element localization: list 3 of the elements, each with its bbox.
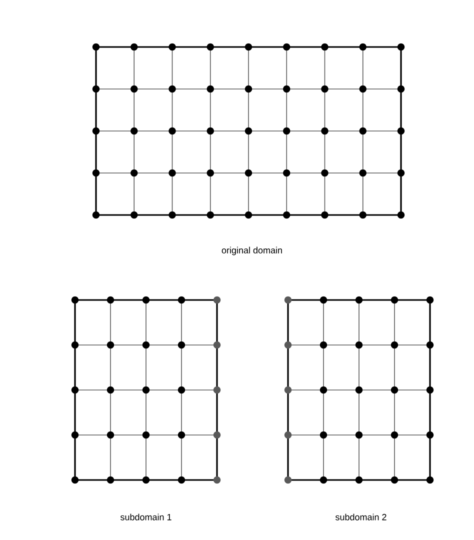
caption: subdomain 2 [336,514,386,520]
caption: subdomain 1 [120,514,172,520]
caption: original domain [222,246,282,256]
